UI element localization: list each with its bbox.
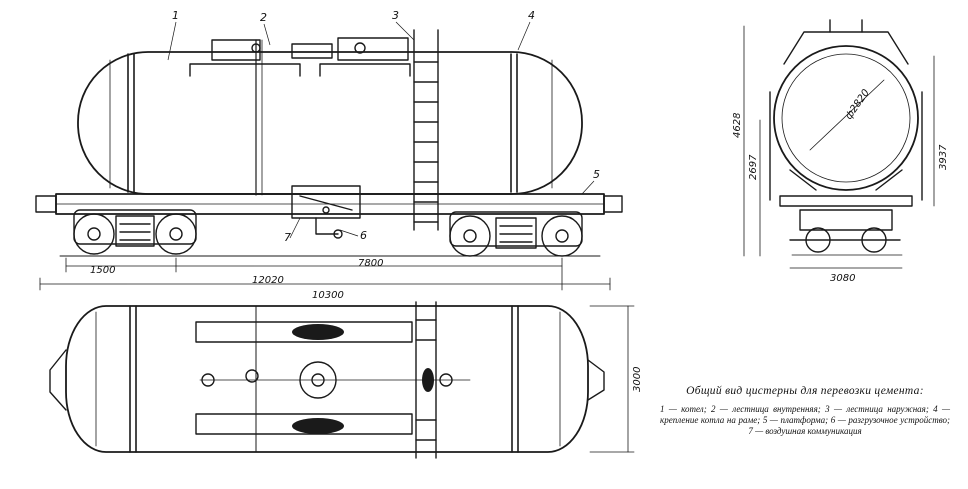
- side-dimension-lines: [39, 257, 611, 291]
- dim-4628: 4628: [732, 113, 743, 138]
- boiler-hoops: [127, 53, 518, 193]
- caption-title: Общий вид цистерны для перевозки цемента…: [686, 385, 924, 397]
- figure-caption: Общий вид цистерны для перевозки цемента…: [660, 385, 950, 437]
- caption-legend: 1 — котел; 2 — лестница внутренняя; 3 — …: [660, 404, 950, 436]
- dim-1500: 1500: [90, 265, 115, 276]
- boiler-shell: [77, 51, 583, 195]
- dim-12020: 12020: [252, 275, 284, 286]
- boiler-plan: [65, 305, 589, 453]
- end-view: [743, 19, 935, 269]
- dim-3080: 3080: [830, 273, 855, 284]
- top-view: [49, 301, 635, 459]
- side-view: [35, 29, 623, 291]
- dim-3937: 3937: [938, 144, 949, 170]
- outer-ladder: [413, 29, 439, 231]
- callout-4: 4: [528, 9, 535, 22]
- callout-1: 1: [172, 9, 179, 22]
- dim-diameter: ф2820: [843, 88, 872, 122]
- dim-2697: 2697: [748, 154, 759, 180]
- callout-7: 7: [284, 231, 291, 244]
- bogie-left: [73, 209, 197, 255]
- callout-6: 6: [360, 229, 367, 242]
- callout-5: 5: [593, 168, 600, 181]
- top-ladder: [415, 301, 437, 459]
- dim-10300: 10300: [312, 290, 344, 301]
- end-dimension-lines: [743, 25, 935, 269]
- underframe: [35, 185, 623, 239]
- callout-2: 2: [260, 11, 267, 24]
- hatch-fittings: [189, 37, 411, 77]
- callout-3: 3: [392, 9, 399, 22]
- bogie-right: [449, 211, 583, 257]
- callout-labels: 1 2 3 4 5 6 7: [172, 9, 600, 244]
- boiler-section: [773, 45, 919, 191]
- dim-7800: 7800: [358, 258, 383, 269]
- dim-3000: 3000: [632, 367, 643, 392]
